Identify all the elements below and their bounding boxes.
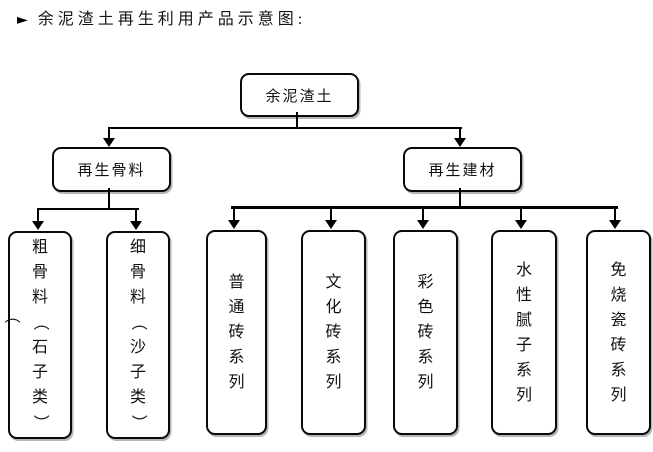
leaf-label: 普通砖系列: [208, 232, 265, 433]
connector-line-aggregate-children: [37, 208, 139, 210]
connector-line: [135, 210, 137, 222]
leaf-label-char: 系: [325, 349, 342, 366]
leaf-label-char: 化: [325, 299, 342, 316]
stray-paren-artifact: （: [2, 307, 20, 324]
leaf-label-char: ）: [31, 414, 49, 431]
leaf-label-char: 细: [129, 239, 146, 256]
leaf-label-char: 彩: [417, 274, 434, 291]
leaf-label-char: 列: [325, 374, 342, 391]
leaf-ordinary-brick-series: 普通砖系列: [206, 230, 267, 435]
leaf-label: 文化砖系列: [303, 232, 364, 433]
leaf-label-char: 列: [228, 374, 245, 391]
page-title: ► 余泥渣土再生利用产品示意图:: [17, 10, 306, 30]
leaf-label-char: 料: [129, 289, 146, 306]
leaf-label-char: 料: [31, 289, 48, 306]
leaf-label-char: 子: [515, 336, 532, 354]
leaf-label-char: 沙: [129, 339, 146, 356]
node-root-label: 余泥渣土: [265, 88, 334, 105]
leaf-label-char: 系: [515, 361, 532, 379]
leaf-label-char: 水: [515, 261, 532, 279]
leaf-unfired-ceramic-tile-series: 免烧瓷砖系列: [586, 230, 651, 435]
leaf-label-char: 砖: [228, 324, 245, 341]
connector-line: [233, 209, 235, 221]
leaf-label: 细骨料 （ 沙子类 ）: [108, 233, 168, 437]
leaf-label-char: 腻: [515, 311, 532, 329]
bullet-triangle-icon: ►: [17, 12, 28, 28]
connector-line-material-children: [231, 206, 618, 209]
connector-line: [520, 209, 522, 221]
arrow-down-icon: [417, 220, 429, 229]
leaf-label: 粗骨料 （ 石子类 ）: [10, 233, 70, 437]
connector-line: [330, 209, 332, 221]
leaf-label-char: 性: [515, 286, 532, 304]
arrow-down-icon: [454, 138, 466, 147]
leaf-waterborne-putty-series: 水性腻子系列: [491, 230, 557, 435]
arrow-down-icon: [130, 221, 142, 230]
leaf-label-char: 烧: [610, 286, 627, 304]
leaf-colored-brick-series: 彩色砖系列: [393, 230, 458, 435]
leaf-label-char: 粗: [31, 239, 48, 256]
leaf-label-char: 系: [417, 349, 434, 366]
leaf-label-char: 子: [31, 364, 48, 381]
connector-line: [37, 210, 39, 222]
leaf-label-char: 骨: [31, 264, 48, 281]
leaf-label-char: 通: [228, 299, 245, 316]
leaf-label-char: 列: [515, 386, 532, 404]
leaf-label-char: 石: [31, 339, 48, 356]
connector-line-root: [296, 112, 298, 128]
connector-line: [459, 128, 461, 139]
page-title-text: 余泥渣土再生利用产品示意图:: [37, 11, 307, 28]
connector-line: [614, 209, 616, 221]
leaf-label-char: 免: [610, 261, 627, 279]
leaf-label-char: 普: [228, 274, 245, 291]
leaf-label-char: 列: [610, 386, 627, 404]
leaf-label: 免烧瓷砖系列: [588, 232, 649, 433]
arrow-down-icon: [103, 138, 115, 147]
leaf-fine-aggregate: 细骨料 （ 沙子类 ）: [106, 231, 170, 439]
connector-line-material: [459, 188, 461, 208]
node-recycled-building-material: 再生建材: [403, 147, 522, 192]
node-label: 再生建材: [428, 163, 497, 179]
arrow-down-icon: [32, 221, 44, 230]
arrow-down-icon: [515, 220, 527, 229]
leaf-label: 彩色砖系列: [395, 232, 456, 433]
node-label: 再生骨料: [77, 163, 146, 179]
leaf-label-char: 系: [228, 349, 245, 366]
arrow-down-icon: [609, 220, 621, 229]
arrow-down-icon: [228, 220, 240, 229]
connector-line-level1: [108, 127, 462, 129]
leaf-label-char: 瓷: [610, 311, 627, 329]
leaf-label-char: 骨: [129, 264, 146, 281]
connector-line: [108, 128, 110, 139]
leaf-coarse-aggregate: 粗骨料 （ 石子类 ）: [8, 231, 72, 439]
leaf-label-char: 文: [325, 274, 342, 291]
leaf-label-char: ）: [129, 414, 147, 431]
connector-line: [422, 209, 424, 221]
leaf-label-char: 类: [129, 389, 146, 406]
leaf-label-char: 系: [610, 361, 627, 379]
leaf-label-char: 砖: [325, 324, 342, 341]
leaf-label-char: （: [129, 314, 147, 331]
connector-line-aggregate: [108, 188, 110, 210]
leaf-label-char: （: [31, 314, 49, 331]
arrow-down-icon: [325, 220, 337, 229]
node-recycled-aggregate: 再生骨料: [52, 147, 171, 192]
leaf-label-char: 子: [129, 364, 146, 381]
leaf-label-char: 列: [417, 374, 434, 391]
node-root: 余泥渣土: [240, 73, 359, 117]
leaf-label-char: 类: [31, 389, 48, 406]
leaf-label-char: 砖: [417, 324, 434, 341]
leaf-label-char: 砖: [610, 336, 627, 354]
leaf-label: 水性腻子系列: [493, 232, 555, 433]
leaf-culture-brick-series: 文化砖系列: [301, 230, 366, 435]
leaf-label-char: 色: [417, 299, 434, 316]
